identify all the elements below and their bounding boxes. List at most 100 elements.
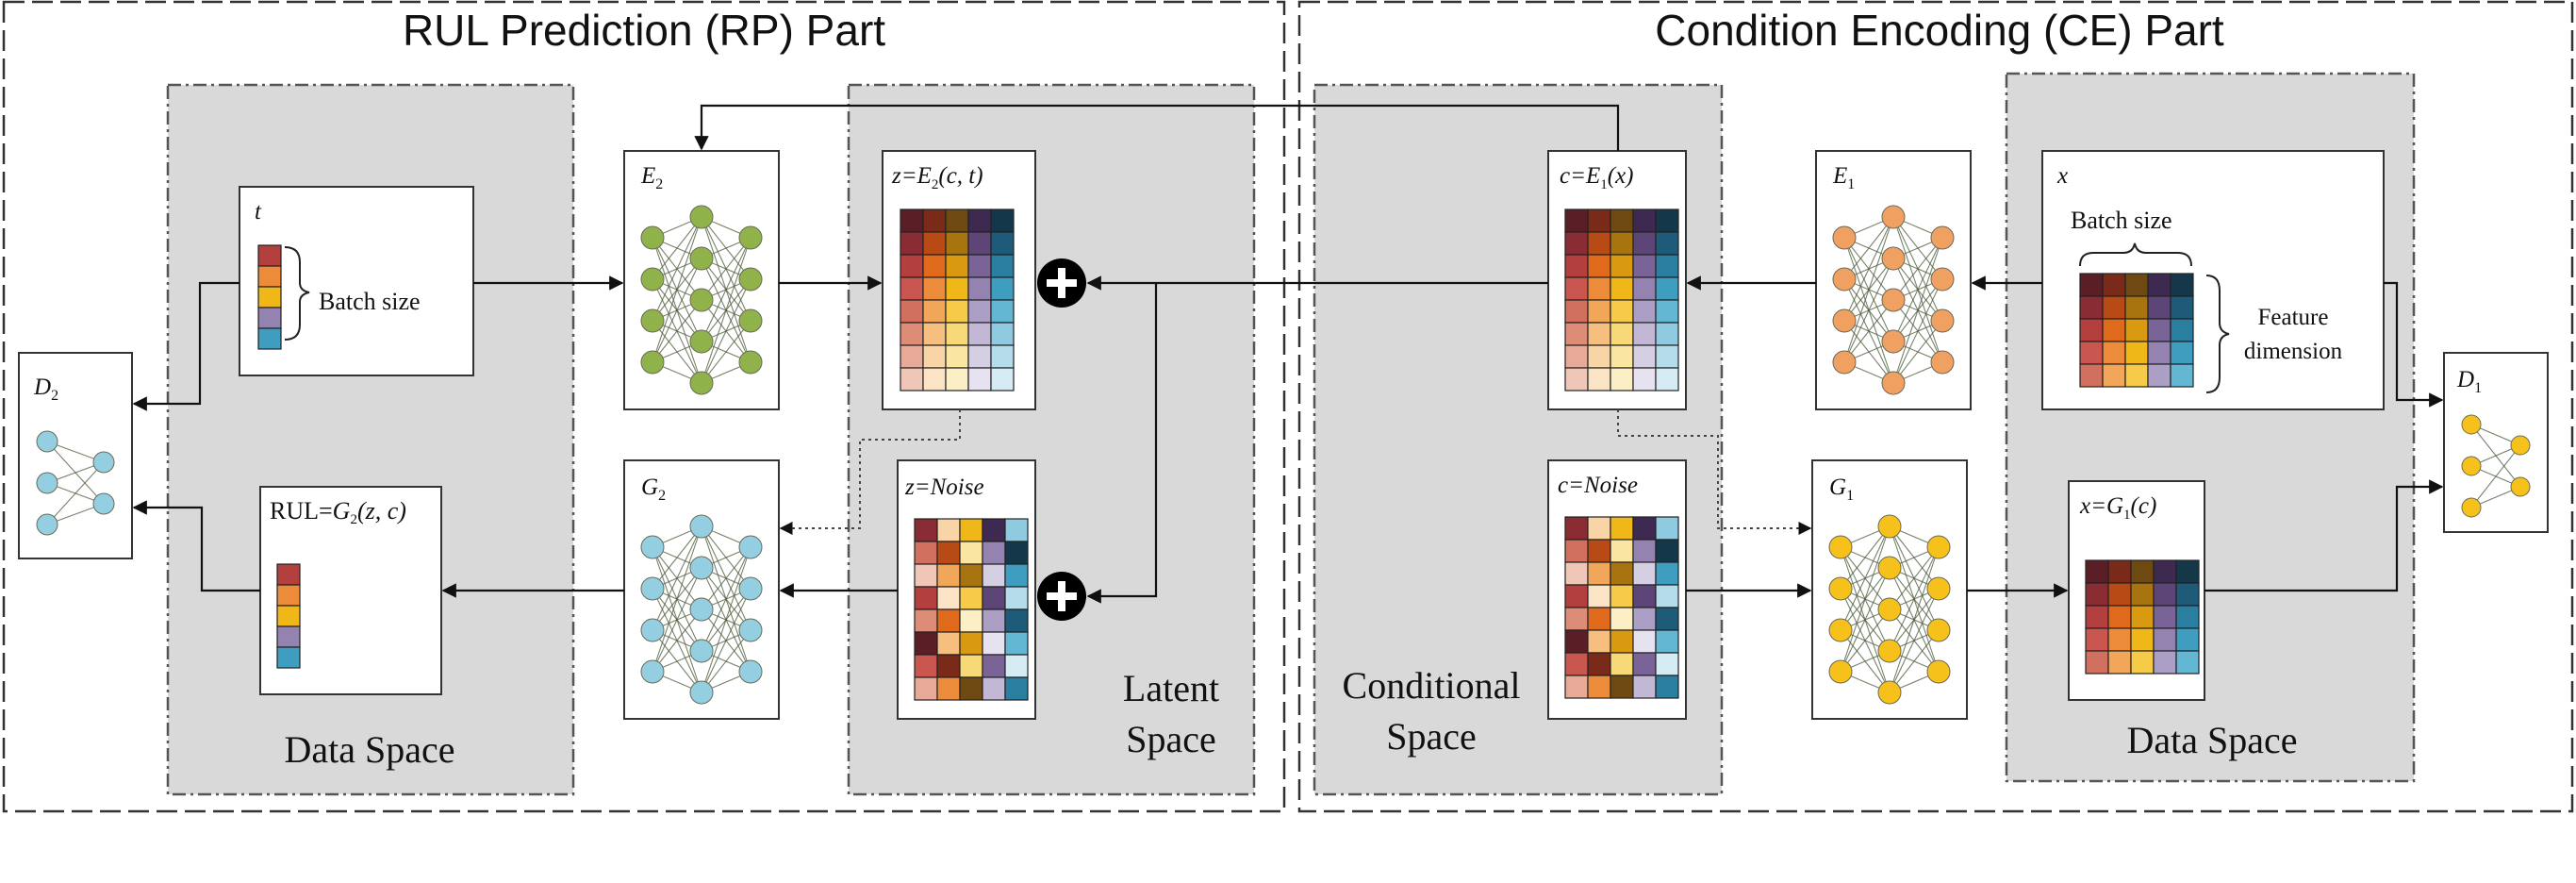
z-noise-label: z=Noise xyxy=(904,475,984,500)
g2-label: G2 xyxy=(641,475,666,504)
z-noise-grid-cell xyxy=(1004,654,1029,678)
d1-network-edge xyxy=(2470,444,2521,508)
d1-network-node xyxy=(2510,476,2531,497)
x-gen-grid-cell xyxy=(2107,650,2132,675)
e2-network-node xyxy=(689,288,714,312)
d2-network-node xyxy=(36,472,58,494)
x-gen-grid-cell xyxy=(2153,650,2177,675)
x-grid-cell xyxy=(2170,273,2194,297)
ce-part-frame xyxy=(1297,0,2574,813)
c-noise-grid-cell xyxy=(1655,652,1679,676)
e1-network-edge xyxy=(1843,299,1894,363)
e2-network-node xyxy=(738,350,763,375)
z-enc-grid-cell xyxy=(990,344,1015,369)
z-enc-grid-cell xyxy=(967,299,992,324)
feature-dimension-label-2: dimension xyxy=(2244,339,2343,364)
g1-network-node xyxy=(1877,514,1902,539)
x-batch-brace xyxy=(2079,242,2192,267)
g2-network-node xyxy=(640,535,665,559)
e2-network-edge xyxy=(701,237,751,384)
c-enc-grid-cell xyxy=(1564,322,1589,346)
z-noise-grid-cell xyxy=(936,654,961,678)
e2-network-node xyxy=(738,308,763,333)
c-enc-grid-cell xyxy=(1564,276,1589,301)
c-enc-grid-cell xyxy=(1655,344,1679,369)
x-grid-cell xyxy=(2147,295,2171,320)
z-enc-grid-cell xyxy=(900,367,924,392)
c-enc-grid-cell xyxy=(1610,299,1634,324)
z-enc-grid-cell xyxy=(967,276,992,301)
g1-network-node xyxy=(1828,659,1853,684)
z-noise-grid-cell xyxy=(914,676,938,701)
e1-network-edge xyxy=(1892,237,1943,301)
z-noise-grid xyxy=(914,518,1029,701)
rul-column-cell xyxy=(276,605,301,627)
e1-network-node xyxy=(1930,225,1955,250)
arrow-c-to-e2-feedback xyxy=(694,104,1620,151)
t-column-cell xyxy=(257,307,282,329)
c-enc-grid xyxy=(1564,208,1679,392)
x-gen-grid-cell xyxy=(2085,559,2109,584)
g1-network-node xyxy=(1877,639,1902,663)
z-enc-grid-cell xyxy=(900,322,924,346)
x-gen-label: x=G1(c) xyxy=(2079,493,2156,523)
c-noise-grid-cell xyxy=(1632,675,1657,699)
g2-network-edge xyxy=(701,546,751,693)
arrow-x-to-d1 xyxy=(2384,281,2444,408)
x-grid-cell xyxy=(2170,363,2194,388)
e2-network-edge xyxy=(701,278,751,384)
rul-column xyxy=(276,563,301,669)
z-noise-grid-cell xyxy=(959,631,983,656)
z-enc-grid-cell xyxy=(990,231,1015,256)
g2-network-edge xyxy=(701,629,751,693)
z-noise-grid-cell xyxy=(982,541,1006,565)
c-enc-grid-cell xyxy=(1587,208,1611,233)
e1-network-node xyxy=(1881,205,1906,229)
x-gen-grid-cell xyxy=(2175,650,2200,675)
c-enc-grid-cell xyxy=(1632,322,1657,346)
c-enc-grid-cell xyxy=(1655,367,1679,392)
t-column-cell xyxy=(257,265,282,288)
c-noise-grid-cell xyxy=(1610,607,1634,631)
g1-network-node xyxy=(1828,618,1853,642)
c-noise-label: c=Noise xyxy=(1558,473,1638,498)
z-noise-grid-cell xyxy=(982,518,1006,542)
c-noise-grid-cell xyxy=(1564,584,1589,608)
e1-network-edge xyxy=(1843,216,1894,322)
z-enc-grid-cell xyxy=(990,208,1015,233)
t-column-cell xyxy=(257,244,282,267)
x-gen-grid-cell xyxy=(2153,582,2177,607)
c-enc-label: c=E1(x) xyxy=(1560,163,1634,192)
z-enc-grid-cell xyxy=(922,322,947,346)
z-noise-grid-cell xyxy=(1004,541,1029,565)
x-gen-grid-cell xyxy=(2175,627,2200,652)
c-noise-grid-cell xyxy=(1564,629,1589,654)
d2-network-edge xyxy=(46,461,105,525)
x-grid-cell xyxy=(2124,341,2149,365)
g1-network-edge xyxy=(1840,525,1891,590)
z-noise-grid-cell xyxy=(1004,608,1029,633)
c-enc-grid-cell xyxy=(1610,322,1634,346)
e2-network-node xyxy=(640,267,665,292)
c-noise-grid-cell xyxy=(1632,607,1657,631)
g2-network xyxy=(640,514,763,705)
t-batch-brace xyxy=(284,246,310,341)
z-noise-grid-cell xyxy=(982,608,1006,633)
x-grid-cell xyxy=(2079,363,2104,388)
z-noise-grid-cell xyxy=(959,608,983,633)
z-noise-grid-cell xyxy=(1004,586,1029,610)
t-column xyxy=(257,244,282,350)
x-gen-grid-cell xyxy=(2153,627,2177,652)
g2-network-edge xyxy=(652,525,702,673)
x-grid-cell xyxy=(2102,318,2126,342)
e2-network-node xyxy=(689,329,714,354)
rul-column-cell xyxy=(276,563,301,586)
x-batch-size-label: Batch size xyxy=(2071,207,2172,234)
x-gen-grid-cell xyxy=(2107,582,2132,607)
c-noise-grid-cell xyxy=(1587,629,1611,654)
g2-network-node xyxy=(738,659,763,684)
z-enc-grid-cell xyxy=(900,276,924,301)
c-noise-grid-cell xyxy=(1610,675,1634,699)
e1-network-node xyxy=(1930,308,1955,333)
